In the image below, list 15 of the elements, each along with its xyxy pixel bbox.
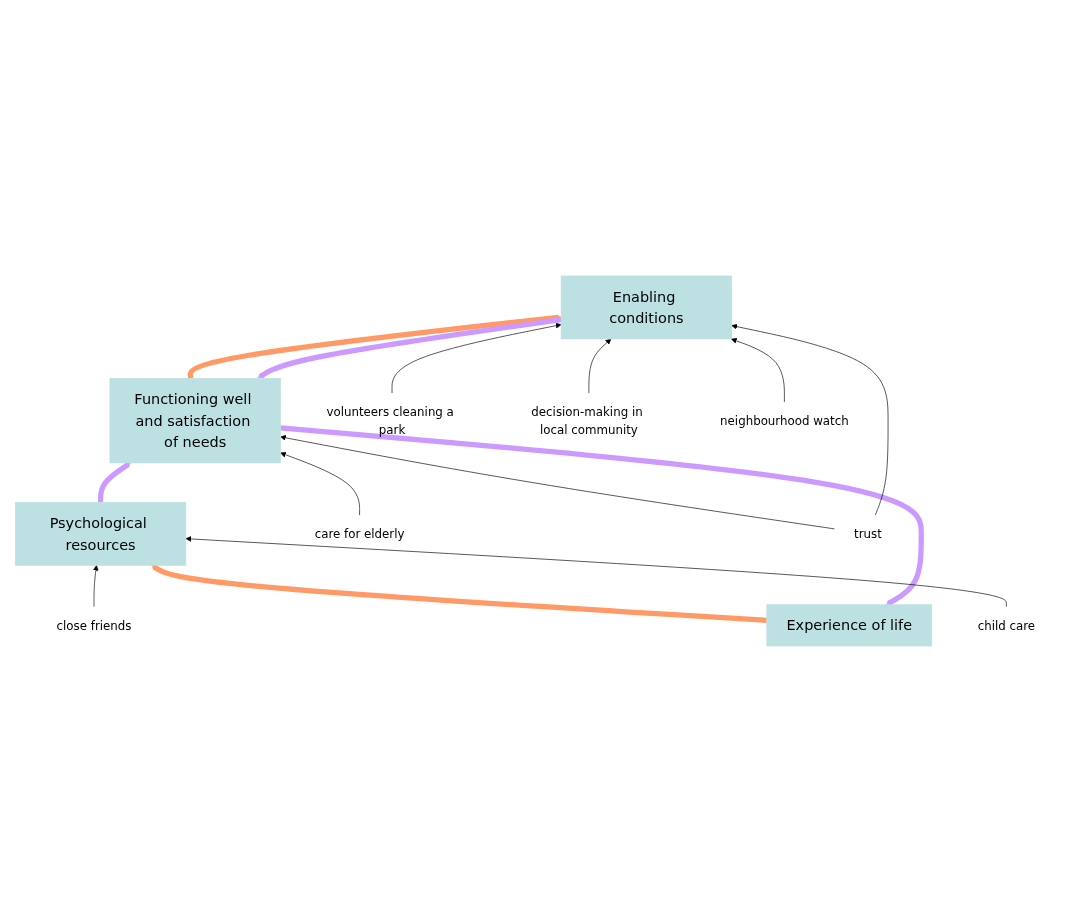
node-text: care for elderly xyxy=(314,526,405,541)
node-text: child care xyxy=(977,617,1036,632)
arrow xyxy=(97,461,131,502)
node-text: trust xyxy=(854,526,882,541)
node-text: neighbourhood watch xyxy=(720,413,849,428)
node-text: decision-making in local community xyxy=(531,404,643,436)
arrow xyxy=(151,563,767,623)
node-box: Experience of life xyxy=(766,603,933,646)
node-box: Enabling conditions xyxy=(560,275,733,339)
node-text: close friends xyxy=(56,617,132,632)
node-text: volunteers cleaning a park xyxy=(326,404,454,436)
arrow xyxy=(257,316,562,379)
arrow xyxy=(187,314,562,379)
node-box: Functioning well and satisfaction of needs xyxy=(109,377,281,463)
node-box: Psychological resources xyxy=(14,501,187,566)
